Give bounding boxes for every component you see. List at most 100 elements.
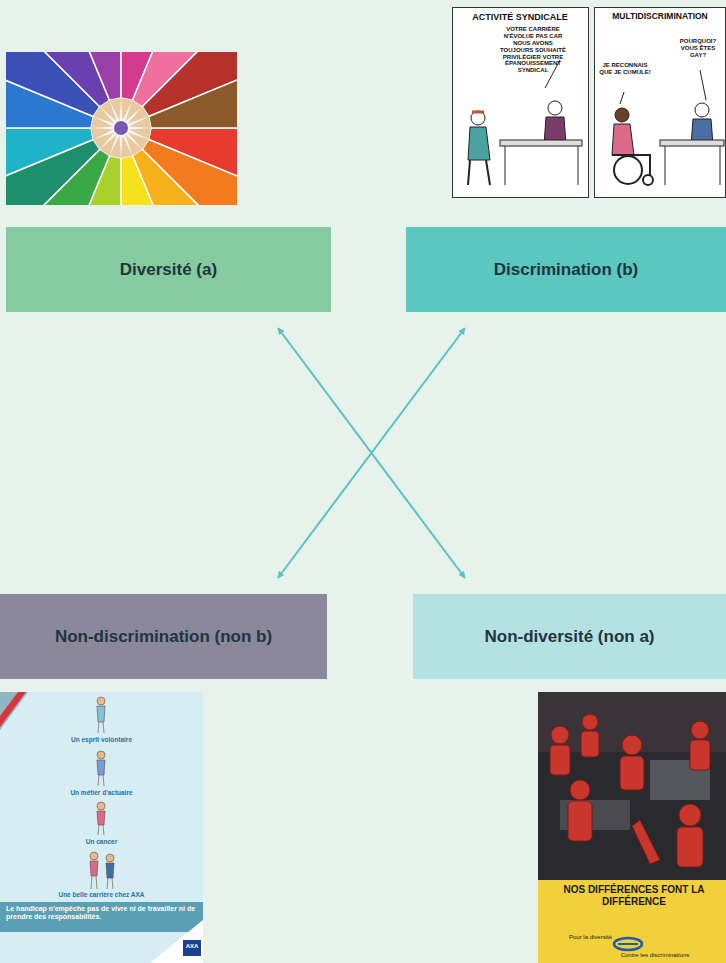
picture-text: Un métier d'actuaire (0, 789, 203, 796)
figure (97, 706, 105, 722)
figure-head (695, 103, 709, 117)
pencil (121, 156, 186, 205)
figure (90, 861, 98, 876)
picture-text: JE RECONNAIS QUE JE CUMULE! (598, 62, 652, 76)
picture-text: Le handicap n'empêche pas de vivre ni de… (6, 905, 196, 921)
robot-figures (570, 780, 590, 800)
robot-figures (551, 726, 569, 744)
cartoon-panel (453, 8, 589, 198)
concept-box: Non-discrimination (non b) (0, 594, 327, 679)
robot-figures (550, 714, 710, 867)
figure-body (468, 127, 490, 160)
robot-figures (677, 827, 703, 867)
figure (97, 802, 105, 810)
logo-bar (618, 943, 638, 945)
robot-figures (620, 756, 644, 790)
figure (97, 802, 105, 835)
wheelchair-frame (612, 155, 650, 175)
figure (97, 697, 105, 733)
picture-text: Une belle carrière chez AXA (0, 891, 203, 898)
figure-legs (468, 160, 490, 185)
figure (106, 863, 114, 878)
poster-ground (538, 692, 726, 963)
concept-box: Diversité (a) (6, 227, 331, 312)
logo-oval (614, 938, 642, 950)
figure (97, 751, 105, 786)
pencil-tip (110, 98, 121, 120)
panel-frame (595, 8, 726, 198)
picture-text: Pour la diversité (544, 934, 612, 941)
pencil-tip (129, 117, 151, 128)
robot-figures (679, 804, 701, 826)
picture-text: MULTIDISCRIMINATION (594, 12, 726, 22)
pencil (149, 63, 237, 128)
axa-poster (0, 692, 203, 963)
wheelchair-wheel (643, 175, 653, 185)
desk (500, 140, 582, 146)
speech-tail (620, 92, 624, 104)
cartoon-panel (595, 8, 726, 198)
picture-text: Contre les discriminations (600, 952, 710, 959)
yellow-band (538, 880, 726, 963)
figure (90, 852, 98, 860)
picture-text: VOTRE CARRIÈRE N'ÉVOLUE PAS CAR NOUS AVO… (498, 26, 568, 74)
pencil (56, 52, 121, 100)
figure (97, 760, 105, 775)
figure (97, 697, 105, 705)
box-label: Non-diversité (non a) (472, 627, 666, 647)
figure (97, 811, 105, 825)
pencil-center (114, 121, 128, 135)
pencil-tip (121, 136, 132, 158)
picture-text: ACTIVITÉ SYNDICALE (452, 12, 588, 22)
desk-legs (665, 146, 720, 185)
robot-figures (691, 721, 709, 739)
box-label: Discrimination (b) (482, 260, 651, 280)
double-arrow (278, 328, 465, 578)
wheelchair-wheel (614, 156, 642, 184)
box-label: Non-discrimination (non b) (43, 627, 284, 647)
robot-figures (550, 745, 570, 775)
picture-text: POURQUOI? VOUS ÊTES GAY? (674, 38, 722, 59)
robot-figures (568, 801, 592, 841)
figure-head (548, 101, 562, 115)
pencil (6, 128, 93, 193)
figure (106, 854, 114, 862)
figure-body (612, 124, 634, 155)
robot-figures (632, 820, 660, 864)
robot-figures (582, 714, 598, 730)
corner-white (150, 920, 203, 963)
double-arrow (278, 328, 465, 578)
panel-frame (453, 8, 589, 198)
robot-poster (538, 692, 726, 963)
figure (90, 852, 114, 889)
figure (97, 751, 105, 759)
desk-legs (505, 146, 578, 185)
concept-box: Non-diversité (non a) (413, 594, 726, 679)
picture-text: Un esprit volontaire (0, 736, 203, 743)
figure (98, 825, 104, 835)
pencil-tip (91, 128, 113, 139)
figure-hair (472, 111, 484, 114)
figure (98, 722, 104, 733)
robot-figures (690, 740, 710, 770)
robot-figures (581, 731, 599, 757)
robot-figures (622, 735, 642, 755)
concept-box: Discrimination (b) (406, 227, 726, 312)
figure (98, 775, 104, 786)
corner-band (0, 692, 28, 730)
figure-head (615, 108, 629, 122)
text-band (0, 902, 203, 932)
pencils-photo (6, 52, 237, 205)
figure-head (471, 111, 485, 125)
corner-stripe (0, 692, 26, 727)
logo-box (183, 940, 201, 956)
desk (660, 140, 724, 146)
picture-text: AXA (183, 943, 201, 950)
poster-ground (0, 692, 203, 963)
figure (91, 876, 113, 889)
picture-text: Un cancer (0, 838, 203, 845)
speech-tail (700, 70, 706, 100)
